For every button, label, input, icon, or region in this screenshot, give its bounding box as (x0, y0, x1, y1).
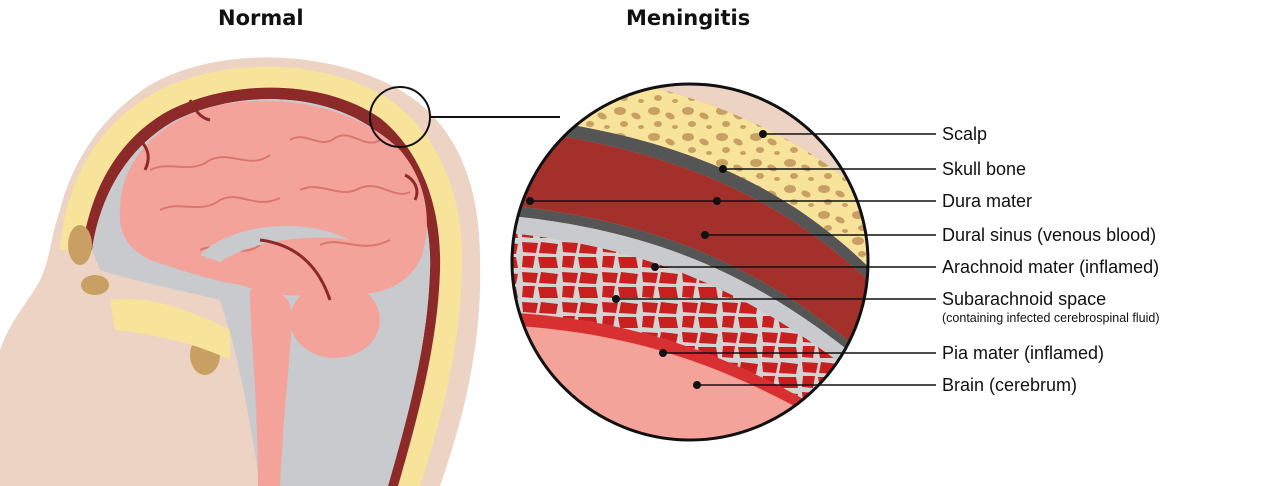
label-pia-mater: Pia mater (inflamed) (942, 343, 1104, 363)
label-skull-bone: Skull bone (942, 159, 1026, 179)
zoom-detail (480, 40, 900, 470)
label-scalp: Scalp (942, 124, 987, 144)
label-dura-mater: Dura mater (942, 191, 1032, 211)
head-illustration (0, 57, 480, 486)
label-subarachnoid-space: Subarachnoid space (942, 289, 1106, 309)
label-dural-sinus: Dural sinus (venous blood) (942, 225, 1156, 245)
label-subarachnoid-note: (containing infected cerebrospinal fluid… (942, 311, 1160, 325)
label-arachnoid-mater: Arachnoid mater (inflamed) (942, 257, 1159, 277)
label-brain: Brain (cerebrum) (942, 375, 1077, 395)
